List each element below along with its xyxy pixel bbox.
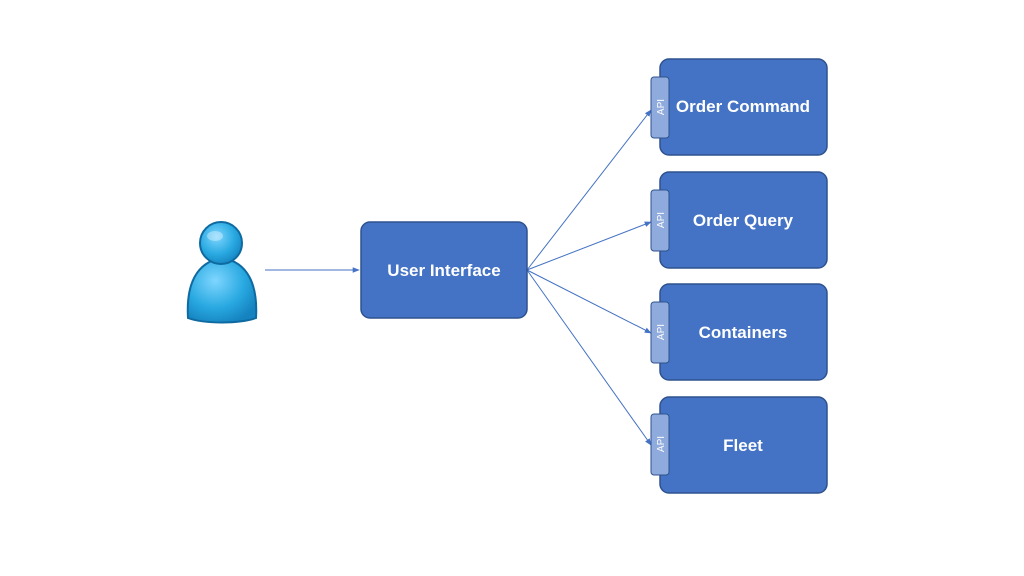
service-node-containers[interactable]: API Containers xyxy=(650,283,828,381)
service-label: Containers xyxy=(699,323,788,342)
api-label: API xyxy=(656,99,667,115)
edge-ui-to-order-query xyxy=(526,221,652,271)
api-tab xyxy=(650,76,670,139)
edge-ui-to-order-command xyxy=(526,109,652,271)
service-label: Order Command xyxy=(676,97,810,116)
service-label: Order Query xyxy=(693,211,794,230)
edge-ui-to-containers xyxy=(526,269,652,334)
user-icon xyxy=(186,221,258,324)
api-label: API xyxy=(656,436,667,452)
service-node-order-query[interactable]: API Order Query xyxy=(650,171,828,269)
api-label: API xyxy=(656,324,667,340)
api-tab xyxy=(650,301,670,364)
service-node-fleet[interactable]: API Fleet xyxy=(650,396,828,494)
api-tab xyxy=(650,413,670,476)
service-label: Fleet xyxy=(723,436,763,455)
user-interface-node[interactable]: User Interface xyxy=(360,221,528,319)
api-label: API xyxy=(656,212,667,228)
api-tab xyxy=(650,189,670,252)
user-interface-label: User Interface xyxy=(387,261,500,280)
edge-ui-to-fleet xyxy=(526,269,652,446)
service-node-order-command[interactable]: API Order Command xyxy=(650,58,828,156)
